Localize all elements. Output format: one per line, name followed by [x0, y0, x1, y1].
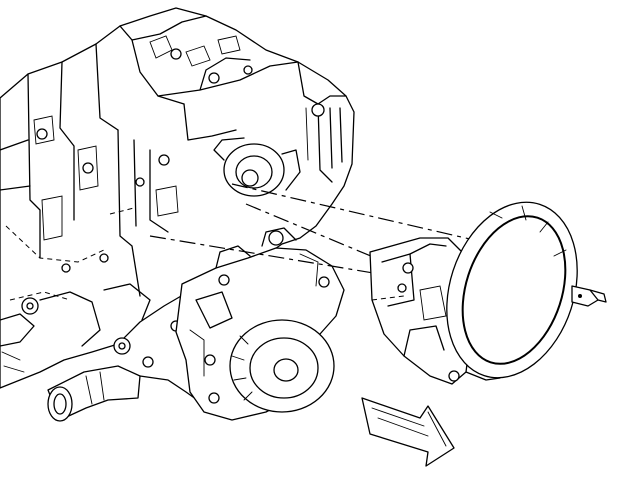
direction-arrow-icon	[361, 397, 455, 467]
front-cover-housing	[369, 201, 607, 385]
engine-block	[0, 7, 355, 422]
water-pump	[175, 227, 345, 421]
